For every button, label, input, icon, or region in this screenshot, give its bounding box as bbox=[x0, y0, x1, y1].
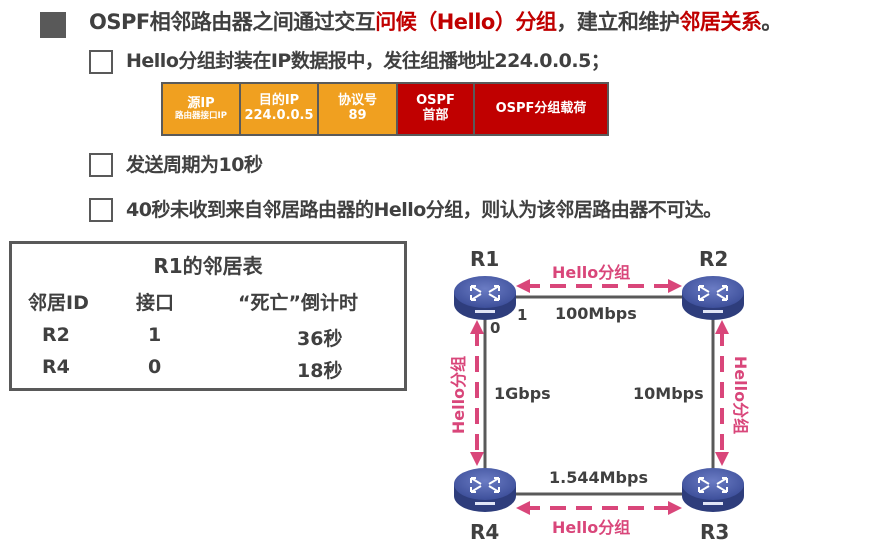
packet-cell-src-ip: 源IP 路由器接口IP bbox=[163, 84, 241, 134]
main-bullet-marker bbox=[40, 12, 66, 38]
table-header-dead-timer: “死亡”倒计时 bbox=[238, 292, 358, 314]
packet-cell-value: 89 bbox=[348, 108, 367, 123]
hello-arrow-r1-r2 bbox=[516, 279, 682, 293]
hello-label-top: Hello分组 bbox=[552, 263, 631, 282]
neighbor-table-title: R1的邻居表 bbox=[153, 254, 263, 278]
router-label-r4: R4 bbox=[470, 520, 500, 544]
bandwidth-label-r4-r3: 1.544Mbps bbox=[549, 468, 648, 487]
router-label-r3: R3 bbox=[700, 520, 730, 544]
port-label-r1-0: 0 bbox=[490, 319, 501, 337]
packet-cell-protocol: 协议号 89 bbox=[319, 84, 398, 134]
table-cell: 36秒 bbox=[297, 328, 343, 350]
empty-square-icon bbox=[89, 198, 113, 222]
sub-bullet-text: 发送周期为10秒 bbox=[126, 154, 263, 176]
filled-square-icon bbox=[40, 12, 66, 38]
packet-cell-dst-ip: 目的IP 224.0.0.5 bbox=[241, 84, 319, 134]
hello-arrow-r4-r3 bbox=[516, 501, 682, 515]
packet-cell-ospf-payload: OSPF分组载荷 bbox=[475, 84, 607, 134]
router-icon[interactable] bbox=[682, 276, 744, 320]
router-icon[interactable] bbox=[682, 468, 744, 512]
bandwidth-label-r1-r2: 100Mbps bbox=[555, 304, 637, 323]
router-label-r2: R2 bbox=[699, 247, 729, 271]
main-text-part3: 。 bbox=[761, 10, 782, 34]
table-cell: R2 bbox=[42, 324, 70, 346]
main-text-part2: ，建立和维护 bbox=[556, 10, 680, 34]
packet-cell-label: OSPF bbox=[416, 93, 455, 109]
packet-cell-label: 目的IP bbox=[258, 93, 300, 109]
hello-label-left: Hello分组 bbox=[449, 355, 469, 435]
main-text-part1: OSPF相邻路由器之间通过交互 bbox=[89, 10, 376, 34]
hello-arrow-r2-r3 bbox=[715, 320, 729, 466]
table-header-neighbor-id: 邻居ID bbox=[28, 292, 89, 314]
main-text-highlight-hello: 问候（Hello）分组 bbox=[375, 10, 557, 34]
port-label-r1-1: 1 bbox=[517, 306, 528, 324]
packet-cell-value: 路由器接口IP bbox=[175, 110, 227, 121]
table-cell: 18秒 bbox=[297, 360, 343, 382]
packet-cell-ospf-header: OSPF 首部 bbox=[398, 84, 475, 134]
hello-arrow-r1-r4 bbox=[470, 320, 484, 466]
table-header-interface: 接口 bbox=[136, 292, 175, 314]
hello-label-bottom: Hello分组 bbox=[552, 518, 631, 537]
hello-label-right: Hello分组 bbox=[731, 355, 751, 435]
router-icon[interactable] bbox=[454, 276, 516, 320]
packet-cell-value: 224.0.0.5 bbox=[244, 108, 314, 123]
router-icon[interactable] bbox=[454, 468, 516, 512]
neighbor-table: R1的邻居表 邻居ID 接口 “死亡”倒计时 R2 1 36秒 R4 0 18秒 bbox=[9, 241, 407, 391]
main-bullet-text: OSPF相邻路由器之间通过交互问候（Hello）分组，建立和维护邻居关系。 bbox=[89, 6, 782, 36]
table-cell: 0 bbox=[148, 356, 162, 378]
packet-cell-label: 协议号 bbox=[337, 93, 377, 109]
packet-cell-label: 源IP bbox=[187, 95, 215, 111]
table-cell: 1 bbox=[148, 324, 162, 346]
sub-bullet-text: Hello分组封装在IP数据报中，发往组播地址224.0.0.5； bbox=[126, 50, 610, 72]
ip-packet-diagram: 源IP 路由器接口IP 目的IP 224.0.0.5 协议号 89 OSPF 首… bbox=[161, 82, 609, 136]
sub-bullet-text: 40秒未收到来自邻居路由器的Hello分组，则认为该邻居路由器不可达。 bbox=[126, 199, 722, 221]
bandwidth-label-r2-r3: 10Mbps bbox=[633, 384, 704, 403]
empty-square-icon bbox=[89, 153, 113, 177]
router-label-r1: R1 bbox=[470, 247, 500, 271]
bandwidth-label-r1-r4: 1Gbps bbox=[494, 384, 551, 403]
empty-square-icon bbox=[89, 50, 113, 74]
main-text-highlight-neighbor: 邻居关系 bbox=[679, 10, 762, 34]
table-cell: R4 bbox=[42, 356, 70, 378]
packet-cell-value: 首部 bbox=[422, 108, 449, 123]
packet-cell-label: OSPF分组载荷 bbox=[495, 100, 587, 116]
